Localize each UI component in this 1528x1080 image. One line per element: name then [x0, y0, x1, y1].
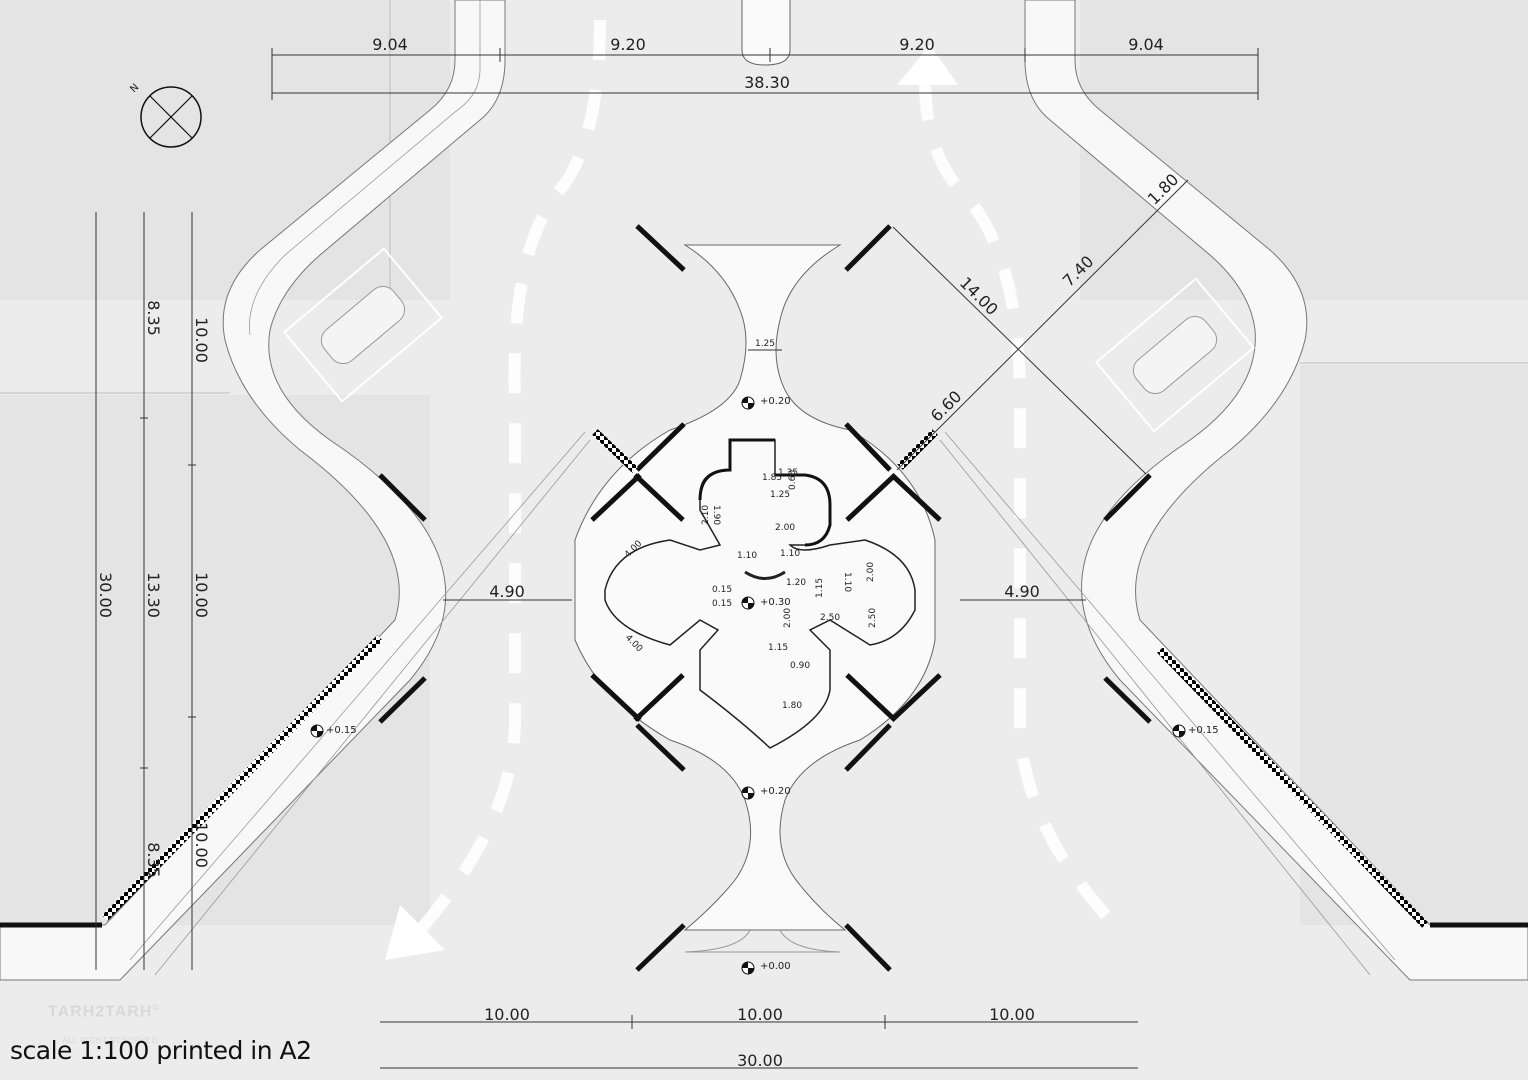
kiosk-dim: 1.90 — [711, 505, 721, 525]
level-left-text: +0.15 — [326, 725, 357, 736]
bottom-dimension-lines — [380, 1015, 1138, 1069]
kiosk-dim: 0.15 — [712, 599, 732, 609]
kiosk-dim: 1.85 — [762, 473, 782, 483]
top-dim-total: 38.30 — [744, 73, 790, 92]
kiosk-dim: 1.15 — [815, 578, 825, 598]
left-dim-total: 30.00 — [96, 572, 115, 618]
brand-subtitle: ALL RIGHT RESERVED — [62, 1036, 158, 1045]
level-lower-text: +0.20 — [760, 786, 791, 797]
level-marker-center — [741, 596, 755, 610]
kiosk-dim: 1.80 — [782, 701, 802, 711]
left-sidewalk — [0, 0, 506, 981]
road-width-right: 4.90 — [1004, 582, 1040, 601]
level-marker-bottom — [741, 961, 755, 975]
level-marker-lower — [741, 786, 755, 800]
kiosk-dim: 0.90 — [790, 661, 810, 671]
road-width-left: 4.90 — [489, 582, 525, 601]
level-top-text: +0.20 — [760, 396, 791, 407]
diagonal-dimension-lines — [892, 179, 1189, 475]
kiosk-dim: 2.50 — [868, 608, 878, 628]
left-dim-b2: 10.00 — [192, 572, 211, 618]
top-dim-seg1: 9.04 — [372, 35, 408, 54]
kiosk-dim: 1.35 — [778, 468, 798, 478]
kiosk-dim: 2.00 — [783, 608, 793, 628]
road-edge-lines — [129, 431, 1396, 976]
parked-car-left — [282, 247, 444, 403]
left-dim-a2: 13.30 — [144, 572, 163, 618]
level-center-text: +0.30 — [760, 597, 791, 608]
left-dim-a3: 8.35 — [144, 842, 163, 878]
left-dim-b1: 10.00 — [192, 317, 211, 363]
north-arrow-icon — [140, 86, 202, 148]
median-island — [574, 244, 936, 953]
level-markers — [310, 396, 1186, 975]
top-median-nose — [741, 0, 791, 66]
left-dimension-lines — [95, 212, 196, 970]
kiosk-dim: 2.50 — [820, 613, 840, 623]
bottom-dim-total: 30.00 — [737, 1051, 783, 1070]
bottom-dim-seg3: 10.00 — [989, 1005, 1035, 1024]
top-dim-seg3: 9.20 — [899, 35, 935, 54]
bottom-dim-seg2: 10.00 — [737, 1005, 783, 1024]
kiosk-dim: 0.15 — [712, 585, 732, 595]
kiosk-dim: 0.60 — [788, 470, 798, 490]
central-kiosk — [604, 438, 916, 749]
level-bottom-text: +0.00 — [760, 961, 791, 972]
kiosk-dim: 1.15 — [768, 643, 788, 653]
neck-width: 1.25 — [755, 339, 775, 349]
diag-dim-1: 14.00 — [956, 273, 1002, 319]
top-dimension-lines — [271, 48, 1259, 100]
brand-logo-text: TARH2TARH© — [48, 1002, 161, 1021]
kiosk-dim: 1.20 — [786, 578, 806, 588]
arrow-head-down-left — [385, 905, 445, 960]
lane-arrows — [415, 19, 1115, 934]
kiosk-dim: 2.00 — [866, 562, 876, 582]
parked-car-right — [1094, 277, 1256, 433]
kiosk-dim: 1.10 — [737, 551, 757, 561]
level-marker-top — [741, 396, 755, 410]
kiosk-dim: 1.10 — [780, 549, 800, 559]
right-sidewalk — [1024, 0, 1528, 981]
left-dim-b3: 10.00 — [192, 822, 211, 868]
road-width-lines — [443, 349, 1086, 601]
kiosk-dim: 2.10 — [701, 505, 711, 525]
top-dim-seg2: 9.20 — [610, 35, 646, 54]
kiosk-dim: 1.25 — [770, 490, 790, 500]
kiosk-dim: 2.00 — [775, 523, 795, 533]
diag-dim-4: 6.60 — [927, 387, 966, 426]
boundary-walls — [0, 224, 1528, 972]
scale-note: scale 1:100 printed in A2 — [10, 1036, 312, 1065]
bottom-dim-seg1: 10.00 — [484, 1005, 530, 1024]
kiosk-dim: 1.10 — [842, 572, 852, 592]
arrow-head-up-right — [897, 45, 958, 85]
top-dim-seg4: 9.04 — [1128, 35, 1164, 54]
level-right-text: +0.15 — [1188, 725, 1219, 736]
left-dim-a1: 8.35 — [144, 300, 163, 336]
level-marker-right — [1172, 724, 1186, 738]
level-marker-left — [310, 724, 324, 738]
